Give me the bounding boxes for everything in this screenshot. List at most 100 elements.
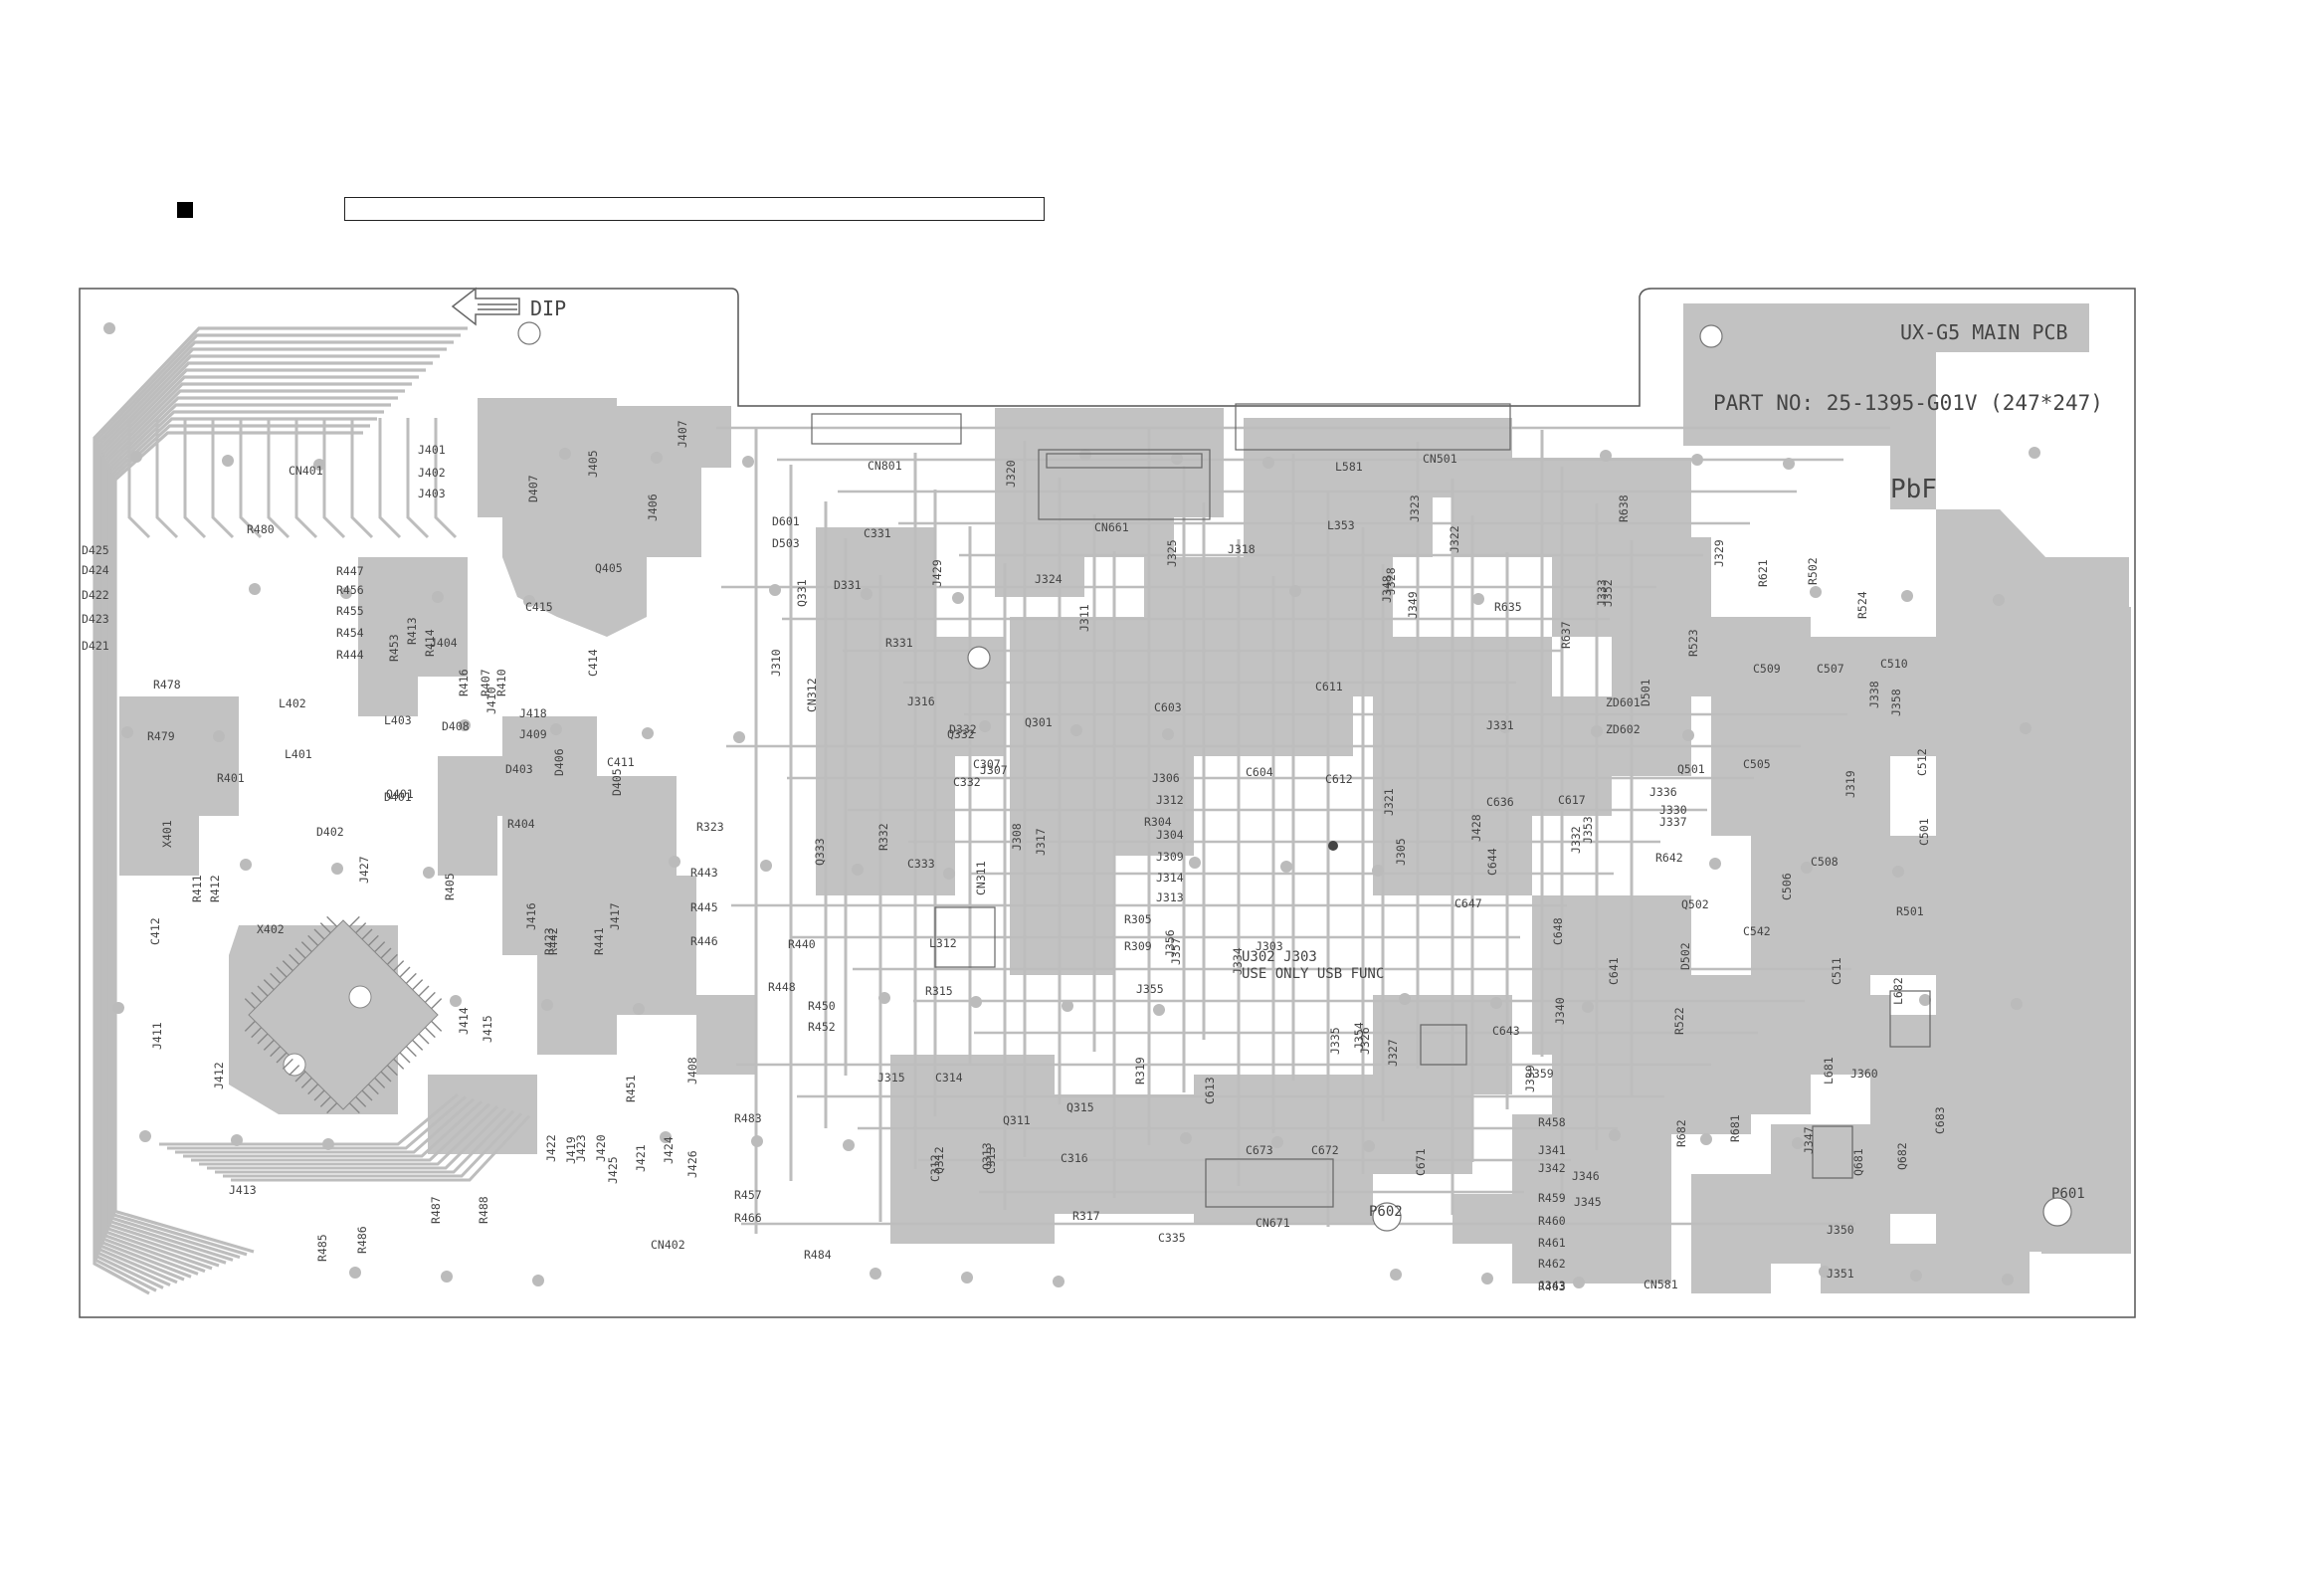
component-label: D425 bbox=[82, 543, 109, 557]
component-label: J420 bbox=[594, 1134, 608, 1162]
component-label: J426 bbox=[685, 1150, 699, 1178]
component-label: C414 bbox=[586, 649, 600, 677]
trace bbox=[105, 389, 405, 1271]
pad bbox=[432, 591, 444, 603]
pad bbox=[979, 720, 991, 732]
component-label: J410 bbox=[484, 687, 498, 714]
component-label: J425 bbox=[606, 1156, 620, 1184]
pad bbox=[742, 456, 754, 468]
component-label: J422 bbox=[544, 1134, 558, 1162]
component-label: R480 bbox=[247, 522, 275, 536]
component-label: J402 bbox=[418, 466, 446, 480]
component-label: C314 bbox=[935, 1071, 963, 1085]
component-label: Q502 bbox=[1681, 897, 1709, 911]
component-label: C604 bbox=[1246, 765, 1273, 779]
component-label: D421 bbox=[82, 639, 109, 653]
trace bbox=[97, 347, 447, 1287]
pad bbox=[870, 1268, 881, 1280]
component-label: J329 bbox=[1712, 539, 1726, 567]
component-label: R413 bbox=[405, 617, 419, 645]
component-label: C335 bbox=[1158, 1231, 1186, 1245]
component-label: D422 bbox=[82, 588, 109, 602]
component-label: J419 bbox=[564, 1136, 578, 1164]
trace bbox=[239, 418, 263, 539]
component-label: J346 bbox=[1572, 1169, 1600, 1183]
component-label: C512 bbox=[1915, 748, 1929, 776]
component-label: CN402 bbox=[651, 1238, 685, 1252]
qfp-pin bbox=[361, 1089, 373, 1101]
component-label: J343 bbox=[1538, 1279, 1566, 1292]
component-label: J310 bbox=[769, 649, 783, 677]
pad bbox=[843, 1139, 855, 1151]
component-label: CN671 bbox=[1256, 1216, 1290, 1230]
component-label: R637 bbox=[1559, 621, 1573, 649]
qfp-pin bbox=[348, 1102, 360, 1114]
component-label: J406 bbox=[646, 494, 660, 521]
qfp-pin bbox=[418, 1033, 430, 1045]
component-label: Q332 bbox=[947, 727, 975, 741]
component-label: R484 bbox=[804, 1248, 832, 1262]
component-label: D503 bbox=[772, 536, 800, 550]
pad bbox=[1573, 1277, 1585, 1288]
qfp-pin bbox=[257, 985, 269, 997]
pad bbox=[1162, 728, 1174, 740]
component-label: R331 bbox=[885, 636, 913, 650]
pad bbox=[2029, 447, 2040, 459]
pad bbox=[760, 860, 772, 872]
qfp-pin bbox=[355, 922, 367, 934]
component-label: R502 bbox=[1806, 557, 1820, 585]
component-label: J327 bbox=[1386, 1039, 1400, 1067]
component-label: J305 bbox=[1394, 838, 1408, 866]
component-label: J331 bbox=[1486, 718, 1514, 732]
component-label: J345 bbox=[1574, 1195, 1602, 1209]
component-label: D402 bbox=[316, 825, 344, 839]
component-label: R305 bbox=[1124, 912, 1152, 926]
component-label: R466 bbox=[734, 1211, 762, 1225]
component-label: J423 bbox=[574, 1134, 588, 1162]
component-label: D502 bbox=[1678, 942, 1692, 970]
qfp-pin bbox=[244, 998, 256, 1010]
component-label: R635 bbox=[1494, 600, 1522, 614]
component-label: C603 bbox=[1154, 700, 1182, 714]
trace bbox=[406, 418, 430, 539]
trace bbox=[223, 1112, 523, 1178]
qfp-pin bbox=[418, 985, 430, 997]
pad bbox=[532, 1275, 544, 1286]
qfp-pin bbox=[276, 1052, 288, 1064]
component-label: J405 bbox=[586, 450, 600, 478]
trace bbox=[231, 1114, 531, 1182]
pad bbox=[1792, 1137, 1804, 1149]
pad bbox=[2002, 1274, 2014, 1285]
component-label: C636 bbox=[1486, 795, 1514, 809]
component-label: Q333 bbox=[813, 838, 827, 866]
component-label: Q405 bbox=[595, 561, 623, 575]
component-label: Q501 bbox=[1677, 762, 1705, 776]
component-label: C505 bbox=[1743, 757, 1771, 771]
component-label: J307 bbox=[980, 763, 1008, 777]
component-label: R452 bbox=[808, 1020, 836, 1034]
title-box bbox=[344, 197, 1045, 221]
component-label: L581 bbox=[1335, 460, 1363, 474]
pad bbox=[1709, 858, 1721, 870]
component-label: J416 bbox=[524, 902, 538, 930]
component-label: R323 bbox=[696, 820, 724, 834]
component-label: J414 bbox=[457, 1007, 471, 1035]
component-label: J333 bbox=[1595, 579, 1609, 607]
component-label: J415 bbox=[481, 1015, 494, 1043]
component-labels: CN401CN402CN801CN661CN501CN581CN671CN312… bbox=[82, 420, 1947, 1293]
qfp-pin bbox=[367, 1084, 379, 1095]
component-label: J424 bbox=[662, 1136, 676, 1164]
component-label: J339 bbox=[1523, 1065, 1537, 1092]
component-label: CN801 bbox=[868, 459, 902, 473]
component-label: D331 bbox=[834, 578, 862, 592]
component-label: C331 bbox=[864, 526, 891, 540]
component-label: C511 bbox=[1830, 957, 1843, 985]
component-label: J354 bbox=[1352, 1022, 1366, 1050]
trace bbox=[106, 396, 398, 1268]
qfp-pin bbox=[294, 1071, 306, 1083]
pad bbox=[1490, 997, 1502, 1009]
pad bbox=[1993, 594, 2005, 606]
trace bbox=[109, 410, 384, 1262]
component-label: R479 bbox=[147, 729, 175, 743]
qfp-pin bbox=[380, 947, 392, 959]
